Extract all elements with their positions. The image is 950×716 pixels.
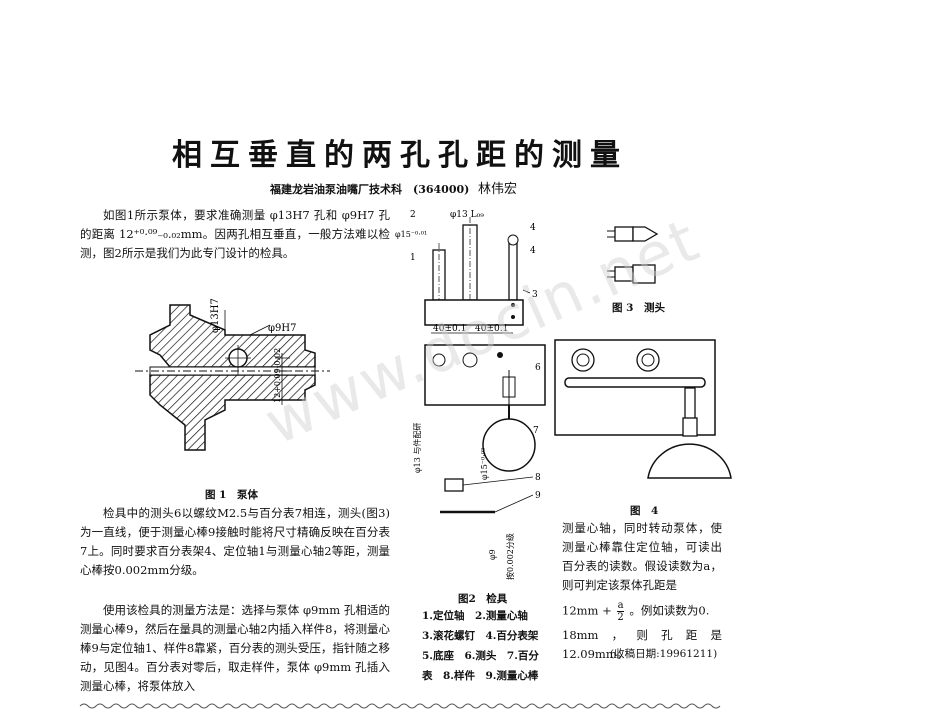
fig2-legend-line-1: 1.定位轴 2.测量心轴 (422, 610, 528, 622)
fig1-label-d9: φ9H7 (268, 323, 296, 334)
figure-3-caption: 图 3 测头 (612, 302, 665, 314)
fig2-num-1: 1 (410, 253, 416, 263)
fig2-legend-line-4: 表 8.样件 9.测量心棒 (422, 670, 539, 682)
affiliation: 福建龙岩油泵油嘴厂技术科 (364000) (270, 183, 470, 196)
fig2-rod-grade: 按0.002分级 (505, 533, 515, 580)
fig2-pin-dim: φ13 与件配研 (412, 423, 422, 473)
author: 林伟宏 (478, 182, 518, 197)
paragraph-2: 检具中的测头6以螺纹M2.5与百分表7相连，测头(图3)为一直线，便于测量心棒9… (80, 506, 390, 577)
fig2-num-6: 6 (535, 363, 541, 373)
formula-denominator: 2 (617, 612, 624, 623)
fig2-num-7: 7 (533, 426, 539, 436)
fig2-num-8: 8 (535, 473, 541, 483)
received-date: (收稿日期:19961211) (610, 648, 718, 660)
article-title: 相互垂直的两孔孔距的测量 (172, 138, 628, 173)
figure-1-pump-body: φ13H7 φ9H7 12+0.09-0.02 (135, 298, 330, 451)
fig2-num-4-top: 4 (530, 223, 536, 233)
fig2-dim40-right: 40±0.1 (475, 324, 508, 334)
fig2-label-d13: φ13 L₀₉ (450, 210, 484, 220)
figure-3-probe (607, 226, 659, 284)
paragraph-1: 如图1所示泵体，要求准确测量 φ13H7 孔和 φ9H7 孔的距离 12⁺⁰·⁰… (80, 208, 390, 260)
fig2-num-9: 9 (535, 491, 541, 501)
formula-fraction: a 2 (617, 600, 624, 623)
formula-numerator: a (617, 600, 624, 612)
figure-2-legend: 1.定位轴 2.测量心轴 3.滚花螺钉 4.百分表架 5.底座 6.测头 7.百… (422, 606, 562, 686)
fig2-legend-line-3: 5.底座 6.测头 7.百分 (422, 650, 539, 662)
fig2-legend-line-2: 3.滚花螺钉 4.百分表架 (422, 630, 539, 642)
fig1-label-dim: 12+0.09-0.02 (273, 348, 282, 403)
fig2-label-d15: φ15⁻⁰·⁰¹ (395, 230, 427, 239)
fig2-num-3: 3 (532, 290, 538, 300)
fig2-dim40-left: 40±0.1 (433, 324, 466, 334)
formula-left: 12mm + (562, 603, 612, 618)
figure-2-caption: 图2 检具 (458, 593, 508, 605)
paragraph-3: 使用该检具的测量方法是：选择与泵体 φ9mm 孔相适的测量心棒9，然后在量具的测… (80, 603, 390, 693)
fig2-num-2: 2 (410, 210, 416, 220)
figure-4-caption: 图 4 (630, 505, 659, 517)
figure-4-setup (554, 339, 732, 479)
fig2-rod-dim: φ9 (488, 549, 497, 560)
paragraph-4: 测量心轴，同时转动泵体，使测量心棒靠住定位轴，可读出百分表的读数。假设读数为a，… (562, 521, 722, 592)
figure-1-caption: 图 1 泵体 (205, 489, 258, 501)
fig1-label-d13: φ13H7 (210, 298, 221, 333)
figure-2-gauge: φ13 L₀₉ φ15⁻⁰·⁰¹ 2 1 4 4 3 40±0.1 40±0.1… (395, 210, 546, 580)
fig2-num-4: 4 (530, 246, 536, 256)
formula-line: 12mm + a 2 。例如读数为0. (562, 600, 737, 623)
paragraph-5: 18mm，则孔距是12.09mm。 (562, 628, 722, 661)
fig2-gauge-dim: φ15⁻⁰·⁰² (480, 448, 489, 480)
formula-right: 。例如读数为0. (629, 603, 710, 618)
bottom-border (79, 703, 721, 709)
